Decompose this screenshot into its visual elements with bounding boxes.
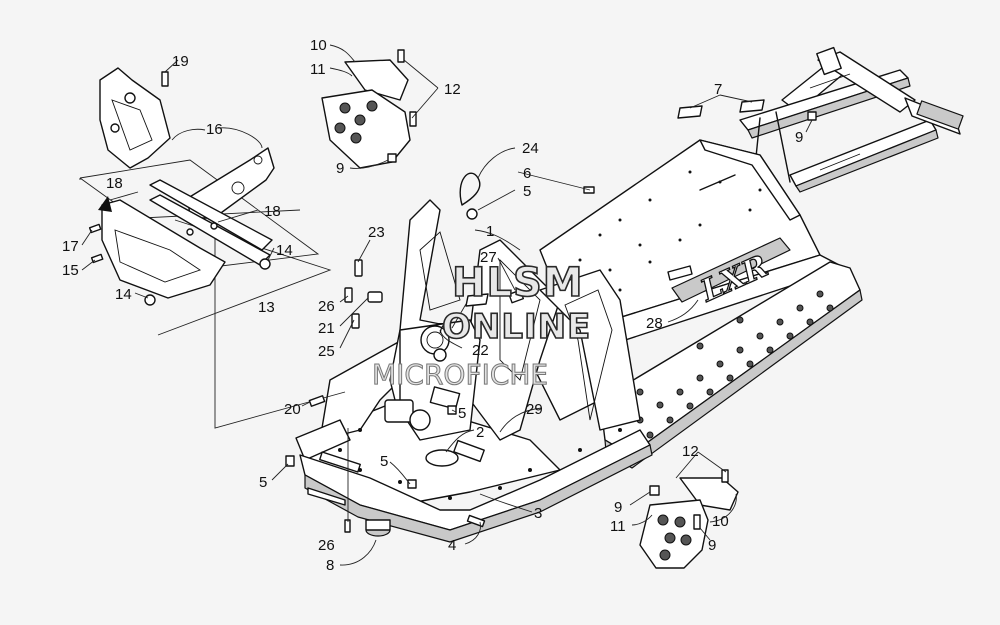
callout-14-left: 14 (115, 286, 132, 303)
callout-28: 28 (646, 315, 663, 332)
tunnel-assembly (529, 139, 846, 421)
callout-8: 8 (326, 557, 334, 574)
callout-16: 16 (206, 121, 223, 138)
rear-rail-extension (739, 46, 964, 197)
callout-27: 27 (480, 249, 497, 266)
callout-18-right: 18 (264, 203, 281, 220)
right-running-board (599, 261, 863, 469)
callout-5-left: 5 (259, 474, 267, 491)
callout-19: 19 (172, 53, 189, 70)
callout-7-top: 7 (714, 81, 722, 98)
callout-9-top: 9 (336, 160, 344, 177)
callout-7-center: 7 (437, 320, 445, 337)
callout-15: 15 (62, 262, 79, 279)
callout-10-top: 10 (310, 37, 327, 54)
callout-24: 24 (522, 140, 539, 157)
callout-20: 20 (284, 401, 301, 418)
callout-10-bottom: 10 (712, 513, 729, 530)
watermark: HLSM ONLINE MICROFICHE (372, 259, 592, 391)
callout-25: 25 (318, 343, 335, 360)
callout-12-bottom: 12 (682, 443, 699, 460)
watermark-line2: ONLINE (442, 307, 591, 347)
callout-3: 3 (534, 505, 542, 522)
callout-11-top: 11 (310, 61, 326, 78)
callout-18-left: 18 (106, 175, 123, 192)
leader-lines (81, 44, 813, 566)
callout-9-bottom-right: 9 (708, 537, 716, 554)
callout-21: 21 (318, 320, 335, 337)
front-frame-bulkhead (295, 199, 653, 543)
callout-17: 17 (62, 238, 79, 255)
callout-22: 22 (472, 342, 489, 359)
watermark-line3: MICROFICHE (372, 358, 548, 391)
top-heel-plate (321, 49, 417, 169)
watermark-line1: HLSM (452, 260, 584, 306)
callout-9-bottom-left: 9 (614, 499, 622, 516)
callout-9-rail: 9 (795, 129, 803, 146)
callout-29: 29 (526, 401, 543, 418)
callout-26-upper: 26 (318, 298, 335, 315)
callout-23: 23 (368, 224, 385, 241)
callout-12-top: 12 (444, 81, 461, 98)
callout-14-right: 14 (276, 242, 293, 259)
callout-2: 2 (476, 424, 484, 441)
callout-5-floor: 5 (380, 453, 388, 470)
left-bracket-assembly (79, 67, 346, 429)
callout-5-upper: 5 (523, 183, 531, 200)
callout-11-bottom: 11 (610, 518, 626, 535)
callout-5-center: 5 (458, 405, 466, 422)
callout-1: 1 (486, 223, 494, 240)
bottom-heel-plate (639, 469, 739, 569)
callout-6: 6 (523, 165, 531, 182)
callout-labels: 19 16 18 18 17 15 14 14 13 10 11 12 9 24… (62, 37, 803, 574)
callout-13: 13 (258, 299, 275, 316)
callout-4: 4 (448, 537, 456, 554)
callout-26-lower: 26 (318, 537, 335, 554)
